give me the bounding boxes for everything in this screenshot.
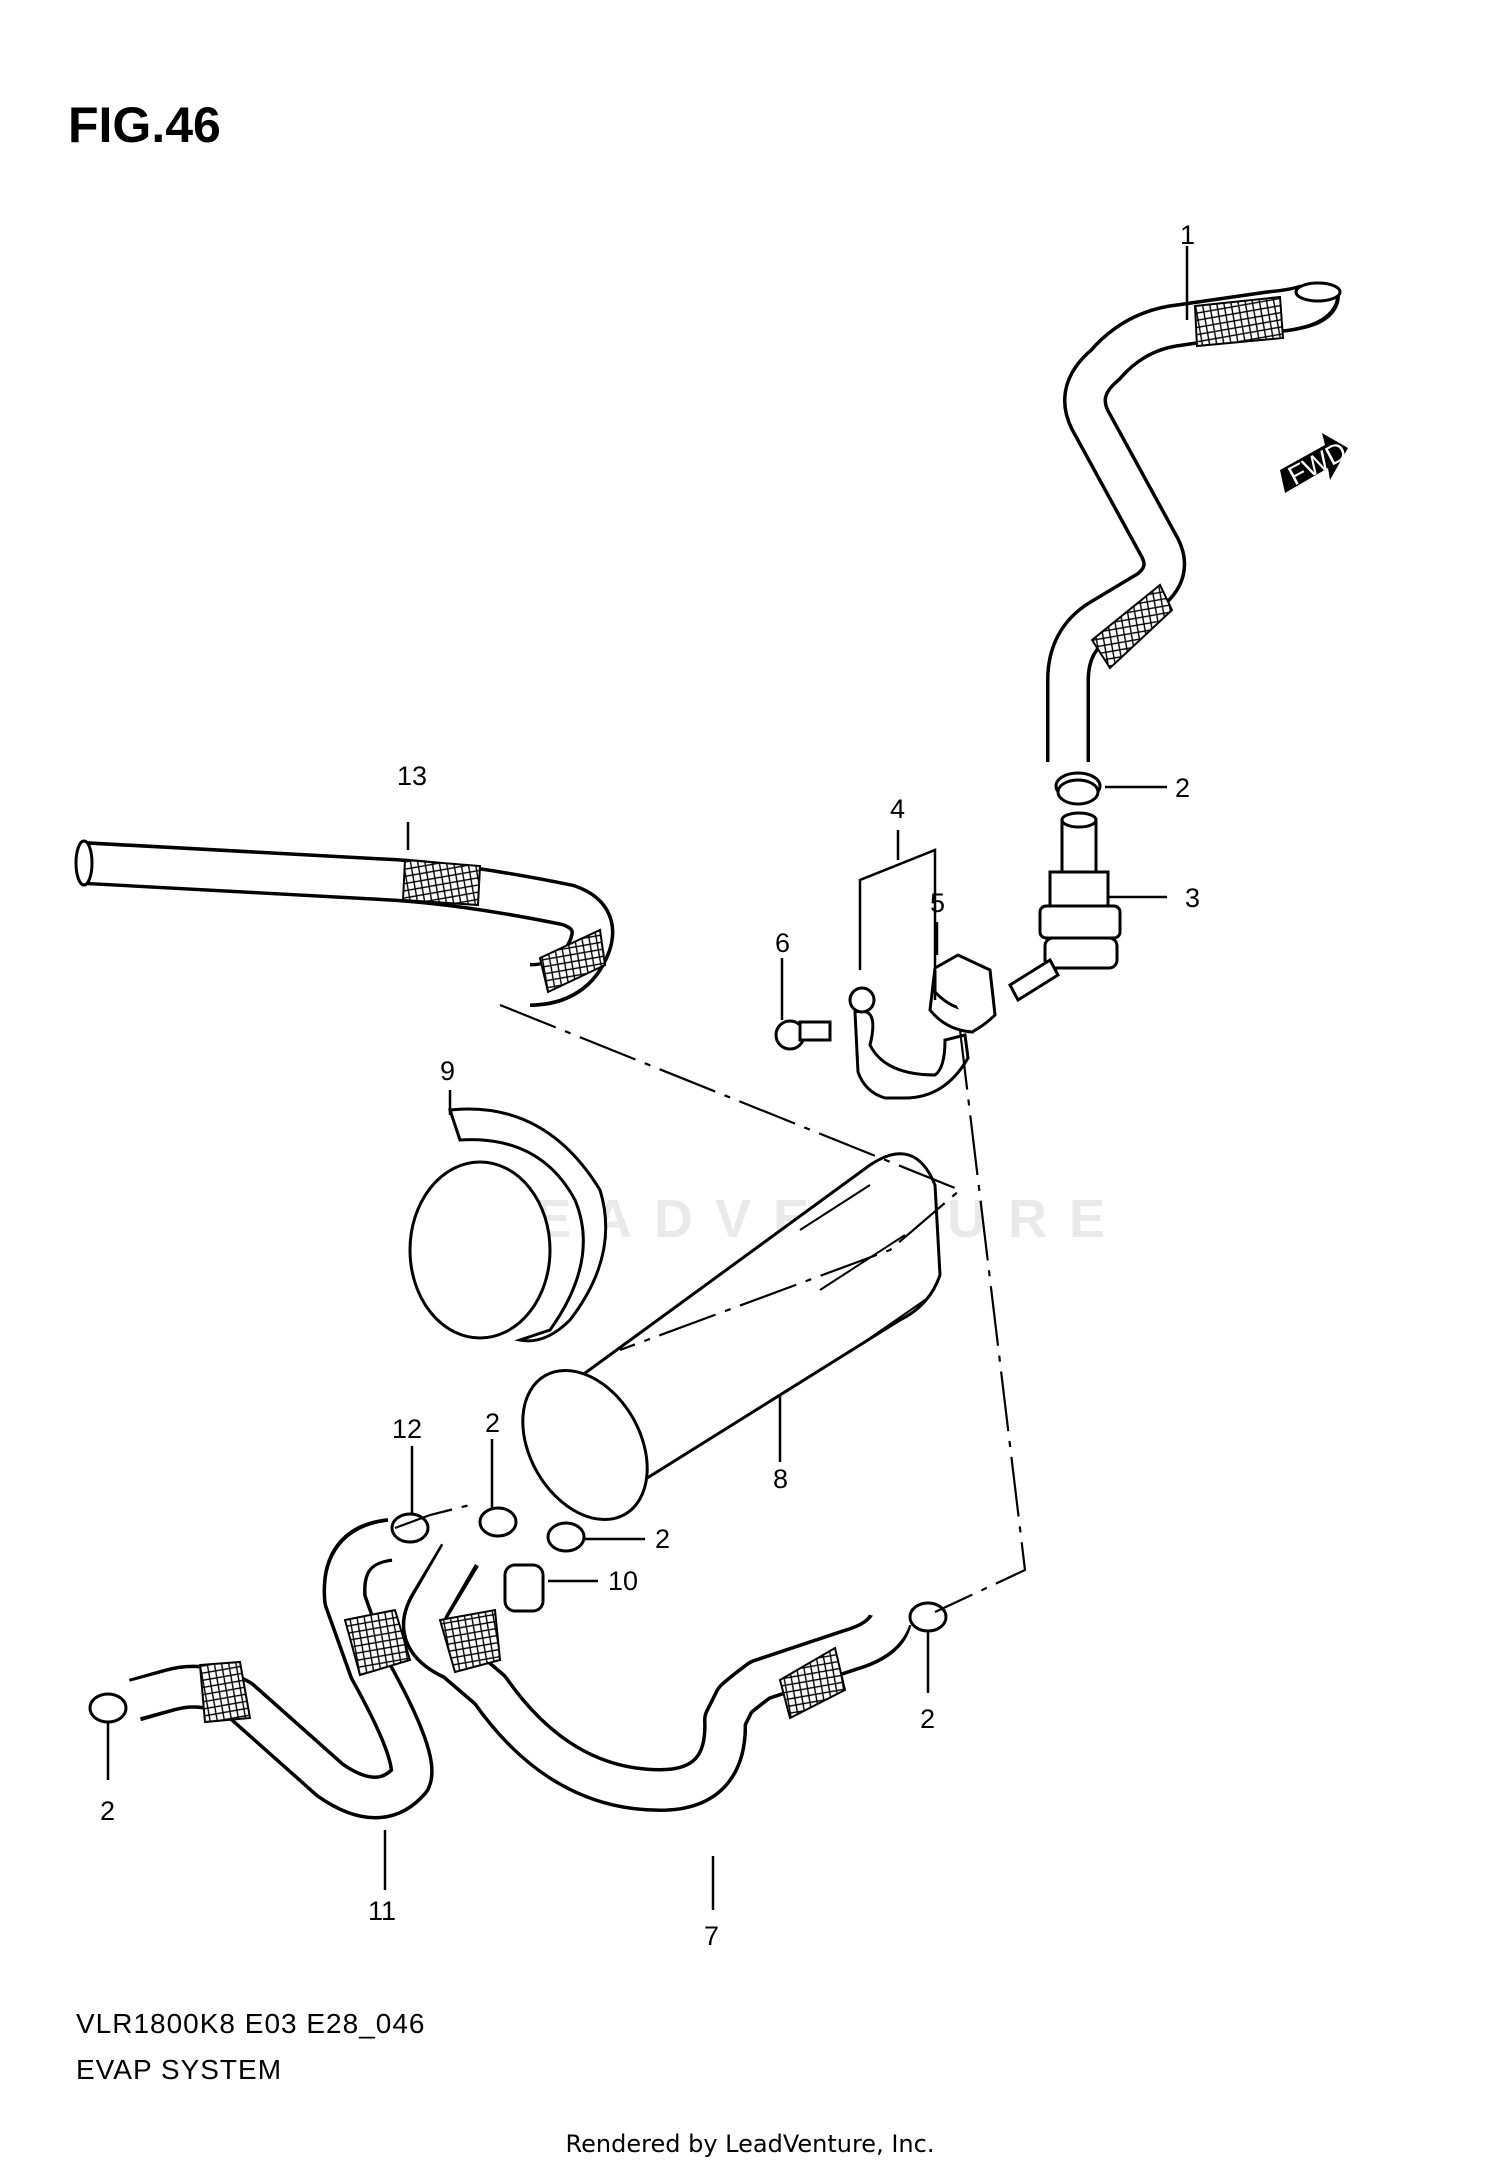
rendered-by-credit: Rendered by LeadVenture, Inc. (565, 2130, 935, 2158)
part-8-canister (521, 1152, 942, 1522)
part-2-clamp-upper (1054, 771, 1102, 806)
callout-11: 11 (368, 1896, 396, 1926)
part-2-clamp-mid-2 (546, 1521, 586, 1553)
callout-2-mid: 2 (485, 1408, 500, 1438)
part-1-hose (1046, 281, 1342, 764)
callout-8: 8 (773, 1464, 788, 1494)
part-5-clamp (928, 953, 997, 1034)
callout-4: 4 (890, 794, 905, 824)
callout-9: 9 (440, 1056, 455, 1086)
part-2-clamp-mid-1 (478, 1506, 518, 1538)
callout-2-mid-right: 2 (655, 1524, 670, 1554)
part-6-screw (774, 1019, 832, 1051)
callout-6: 6 (775, 928, 790, 958)
leader-lines (106, 246, 1189, 1910)
part-4-bracket (848, 986, 970, 1100)
callout-10: 10 (608, 1566, 638, 1596)
part-12-clamp (390, 1512, 430, 1544)
figure-title: FIG.46 (68, 97, 221, 153)
part-2-clamp-left (88, 1692, 128, 1724)
fwd-direction-arrow: FWD (1280, 433, 1352, 493)
callout-7: 7 (704, 1921, 719, 1951)
part-10-cap (503, 1563, 545, 1613)
part-9-holder (408, 1107, 608, 1343)
part-7-hose (401, 1543, 912, 1812)
callout-13: 13 (397, 761, 427, 791)
part-2-clamp-right (908, 1601, 948, 1633)
callout-2-right: 2 (920, 1704, 935, 1734)
part-3-valve (1008, 811, 1122, 1003)
part-11-hose (128, 1518, 434, 1820)
diagram-name: EVAP SYSTEM (76, 2054, 283, 2085)
callout-1: 1 (1180, 220, 1195, 250)
fwd-label: FWD (1283, 436, 1351, 491)
model-code: VLR1800K8 E03 E28_046 (76, 2008, 426, 2039)
callout-2-upper: 2 (1175, 773, 1190, 803)
callout-12: 12 (392, 1414, 422, 1444)
callout-5: 5 (930, 888, 945, 918)
callout-3: 3 (1185, 883, 1200, 913)
part-13-hose (74, 839, 615, 1007)
callout-2-left: 2 (100, 1796, 115, 1826)
